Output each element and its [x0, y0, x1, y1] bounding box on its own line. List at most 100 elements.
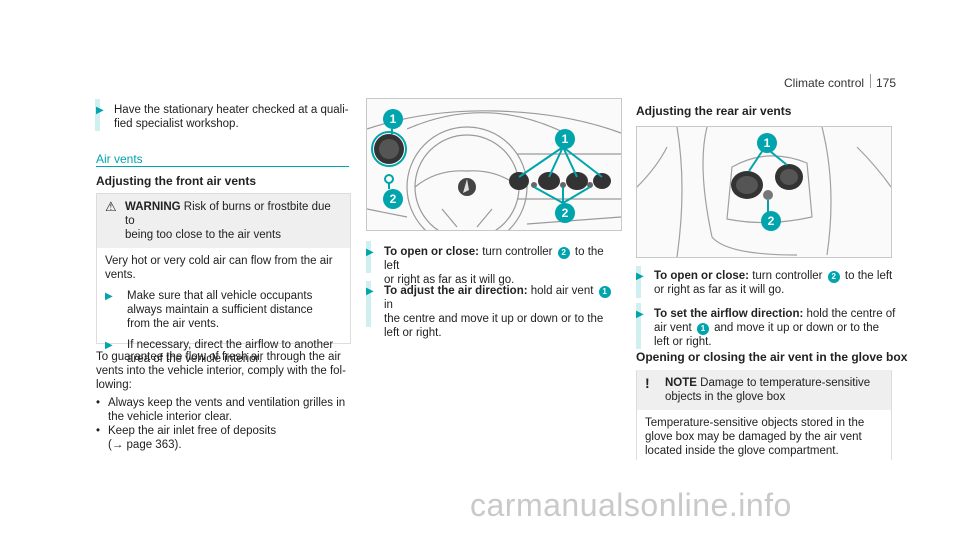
step-text: in — [384, 299, 393, 311]
arrow-icon: ▶ — [366, 286, 374, 297]
step-line: To open or close: turn controller 2 to t… — [654, 269, 892, 283]
step-line: air vent 1 and move it up or down or to … — [654, 321, 895, 335]
warning-step-text: If necessary, direct the airflow to anot… — [127, 338, 333, 366]
step-line: always maintain a sufficient distance — [127, 304, 313, 316]
step-text: air vent — [654, 322, 692, 334]
step-line: from the air vents. — [127, 318, 220, 330]
note-body: Temperature-sensitive objects stored in … — [637, 410, 891, 464]
right-step-1: ▶ To open or close: turn controller 2 to… — [636, 269, 896, 297]
intro-bullet: ▶ Have the stationary heater checked at … — [96, 103, 356, 131]
section-rule — [96, 166, 349, 167]
warning-box: ⚠ WARNING Risk of burns or frostbite due… — [96, 193, 351, 365]
warning-title-text: WARNING Risk of burns or frostbite due t… — [125, 200, 342, 242]
front-vents-illustration: 1 2 1 2 — [366, 98, 622, 231]
rear-vents-illustration: 1 2 — [636, 126, 892, 258]
step-line: left or right. — [654, 336, 712, 348]
exclamation-icon: ! — [645, 375, 650, 391]
warning-step-1: ▶ Make sure that all vehicle occupants a… — [105, 289, 342, 331]
dot-list: • Always keep the vents and ventilation … — [96, 396, 356, 452]
callout-2-center: 2 — [555, 203, 575, 223]
step-line: To set the airflow direction: hold the c… — [654, 307, 895, 321]
warning-title: ⚠ WARNING Risk of burns or frostbite due… — [97, 194, 350, 248]
callout-badge: 1 — [598, 286, 611, 298]
dashboard-drawing — [367, 110, 621, 230]
note-body-line: located inside the glove compartment. — [645, 445, 839, 457]
step-label: To adjust the air direction: — [384, 285, 528, 297]
mid-step-1: ▶ To open or close: turn controller 2 to… — [366, 245, 620, 287]
note-body-line: Temperature-sensitive objects stored in … — [645, 417, 865, 429]
mid-step-2-text: To adjust the air direction: hold air ve… — [384, 284, 620, 340]
watermark: carmanualsonline.info — [470, 487, 792, 523]
intro-text: Have the stationary heater checked at a … — [114, 103, 349, 131]
warning-title-line-2: being too close to the air vents — [125, 229, 281, 241]
list-item-text: Keep the air inlet free of deposits (→ p… — [108, 424, 276, 452]
left-vent — [374, 134, 404, 164]
step-line: or right as far as it will go. — [384, 274, 515, 286]
note-title: ! NOTE Damage to temperature-sensitive o… — [637, 370, 891, 410]
arrow-icon: ▶ — [105, 291, 113, 302]
arrow-icon: ▶ — [96, 105, 104, 116]
warning-step-2: ▶ If necessary, direct the airflow to an… — [105, 338, 342, 366]
step-line: area of the vehicle interior. — [127, 353, 262, 365]
para-line: vents into the vehicle interior, comply … — [96, 365, 346, 377]
callout-2-left: 2 — [383, 189, 403, 209]
step-text: turn controller — [482, 246, 553, 258]
mid-step-2: ▶ To adjust the air direction: hold air … — [366, 284, 620, 340]
bullet-dot: • — [96, 397, 101, 409]
header-rule — [870, 74, 871, 88]
callout-badge: 2 — [827, 271, 840, 283]
step-label: To open or close: — [384, 246, 479, 258]
step-text: to the left — [844, 270, 893, 282]
list-line: (→ page 363). — [108, 439, 182, 451]
note-box: ! NOTE Damage to temperature-sensitive o… — [636, 370, 892, 460]
list-line: Keep the air inlet free of deposits — [108, 425, 277, 437]
step-text: turn controller — [752, 270, 823, 282]
step-line: Make sure that all vehicle occupants — [127, 290, 313, 302]
step-text: to the left — [384, 246, 604, 272]
arrow-icon: ▶ — [636, 309, 644, 320]
callout-1-left: 1 — [383, 109, 403, 129]
list-item: • Keep the air inlet free of deposits (→… — [96, 424, 356, 452]
step-label: To set the airflow direction: — [654, 308, 804, 320]
intro-line: Have the stationary heater checked at a … — [114, 104, 349, 116]
list-item-text: Always keep the vents and ventilation gr… — [108, 396, 345, 424]
note-title-line-2: objects in the glove box — [665, 391, 786, 403]
note-label: NOTE — [665, 377, 697, 389]
para-line: lowing: — [96, 379, 132, 391]
warning-icon: ⚠ — [105, 199, 117, 214]
arrow-icon: ▶ — [105, 340, 113, 351]
mid-step2-bar — [366, 281, 371, 327]
right-step-2-text: To set the airflow direction: hold the c… — [654, 307, 895, 349]
step-line: left or right. — [384, 327, 442, 339]
mid-step-1-text: To open or close: turn controller 2 to t… — [384, 245, 620, 287]
note-title-line-1: Damage to temperature-sensitive — [700, 377, 871, 389]
step-line: the centre and move it up or down or to … — [384, 313, 604, 325]
para-line: To guarantee the flow of fresh air throu… — [96, 351, 341, 363]
step-label: To open or close: — [654, 270, 749, 282]
page-number: 175 — [876, 76, 897, 90]
warning-body: Very hot or very cold air can flow from … — [97, 248, 350, 372]
front-vents-heading: Adjusting the front air vents — [96, 174, 257, 188]
mid-step1-bar — [366, 241, 371, 273]
rear-callout-1: 1 — [757, 133, 777, 153]
arrow-icon: ▶ — [636, 271, 644, 282]
note-title-text: NOTE Damage to temperature-sensitive obj… — [665, 376, 870, 404]
right-step-2: ▶ To set the airflow direction: hold the… — [636, 307, 896, 349]
running-header: Climate control — [784, 76, 864, 90]
right-step-1-text: To open or close: turn controller 2 to t… — [654, 269, 892, 297]
glovebox-heading: Opening or closing the air vent in the g… — [636, 350, 908, 364]
rear-console-drawing — [637, 127, 891, 257]
intro-bar — [95, 99, 100, 131]
warning-label: WARNING — [125, 201, 181, 213]
step-line: To adjust the air direction: hold air ve… — [384, 284, 620, 312]
step-line: If necessary, direct the airflow to anot… — [127, 339, 334, 351]
section-title: Air vents — [96, 152, 143, 166]
list-item: • Always keep the vents and ventilation … — [96, 396, 356, 424]
callout-badge: 1 — [696, 323, 709, 335]
list-line: the vehicle interior clear. — [108, 411, 233, 423]
callout-1-center: 1 — [555, 129, 575, 149]
warning-body-line: Very hot or very cold air can flow from … — [105, 255, 333, 267]
right-step2-bar — [636, 303, 641, 349]
warning-step-text: Make sure that all vehicle occupants alw… — [127, 289, 313, 331]
step-text: hold the centre of — [806, 308, 896, 320]
